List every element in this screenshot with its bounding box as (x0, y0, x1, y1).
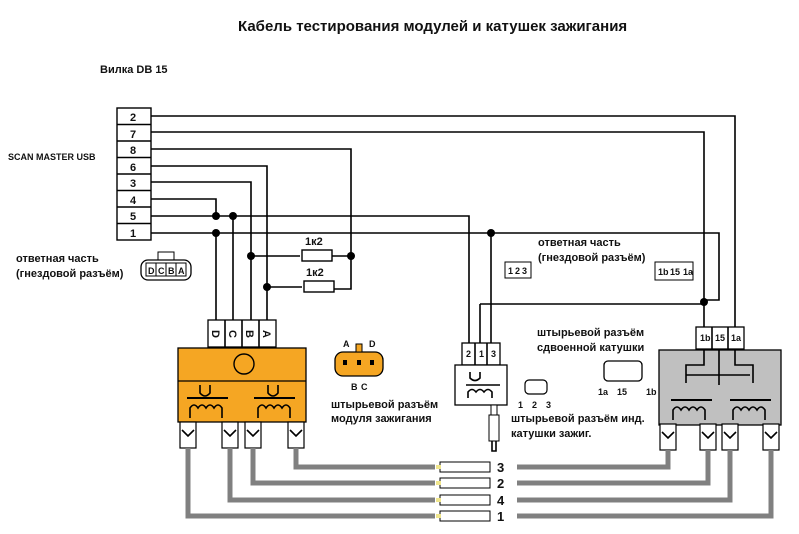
wire-pin7 (151, 131, 705, 330)
svg-text:A: A (260, 330, 272, 338)
svg-text:1a: 1a (731, 333, 742, 343)
module-mating-label: ответная часть (16, 253, 99, 265)
svg-text:15: 15 (715, 333, 725, 343)
svg-text:1к2: 1к2 (306, 267, 324, 279)
spark-plug: 2 (436, 476, 504, 491)
module-pin-label: штырьевой разъём (331, 399, 438, 411)
svg-text:A: A (178, 266, 185, 276)
db15-pin: 6 (130, 162, 136, 174)
junction-dot (263, 283, 271, 291)
svg-text:1: 1 (479, 349, 484, 359)
db15-pin: 5 (130, 211, 136, 223)
svg-text:C: C (361, 382, 368, 392)
wire-pin4 (151, 198, 217, 216)
wire-pin3 (151, 181, 252, 330)
db15-label: Вилка DB 15 (100, 64, 168, 76)
svg-text:A: A (343, 339, 350, 349)
svg-text:C: C (226, 330, 238, 338)
svg-text:1: 1 (497, 509, 504, 524)
resistor: 1к2 (303, 267, 335, 293)
svg-text:2: 2 (466, 349, 471, 359)
scanmaster-label: SCAN MASTER USB (8, 152, 96, 162)
svg-text:3: 3 (522, 266, 527, 276)
coil-mating-label: (гнездовой разъём) (538, 252, 646, 264)
db15-pin: 3 (130, 178, 136, 190)
svg-text:B: B (243, 330, 255, 338)
svg-text:2: 2 (515, 266, 520, 276)
db15-pin: 7 (130, 129, 136, 141)
svg-text:3: 3 (491, 349, 496, 359)
svg-text:1b: 1b (658, 267, 669, 277)
junction-dot (247, 252, 255, 260)
single-coil-mating-connector-icon: 1 2 3 (504, 261, 532, 279)
spark-plug: 4 (436, 493, 505, 508)
svg-text:1a: 1a (598, 387, 609, 397)
svg-text:D: D (209, 330, 221, 338)
svg-text:2: 2 (532, 400, 537, 410)
svg-text:B: B (351, 382, 358, 392)
transistor-icon (233, 353, 255, 375)
dual-coil-pin-label: сдвоенной катушки (537, 342, 644, 354)
svg-text:2: 2 (497, 476, 504, 491)
svg-text:3: 3 (497, 460, 504, 475)
module-mating-label: (гнездовой разъём) (16, 268, 124, 280)
svg-text:1к2: 1к2 (305, 236, 323, 248)
db15-pin: 4 (130, 195, 137, 207)
wires (151, 115, 736, 345)
svg-text:B: B (168, 266, 175, 276)
ignition-module: D C B A (177, 319, 307, 449)
coil-mating-label: ответная часть (538, 237, 621, 249)
db15-pin: 2 (130, 112, 136, 124)
diagram-title: Кабель тестирования модулей и катушек за… (238, 18, 627, 35)
module-mating-connector-icon: D C B A (140, 251, 192, 281)
junction-dot (700, 298, 708, 306)
hv-leads (185, 448, 774, 519)
junction-dot (212, 212, 220, 220)
svg-text:D: D (369, 339, 376, 349)
junction-dot (212, 229, 220, 237)
svg-text:C: C (158, 266, 165, 276)
junction-dot (347, 252, 355, 260)
wire-pin2 (151, 115, 736, 330)
junction-dot (229, 212, 237, 220)
dual-coil: 1b 15 1a (658, 326, 782, 451)
dual-coil-pin-connector-icon: 1a 15 1b (598, 360, 657, 397)
svg-text:D: D (148, 266, 155, 276)
svg-text:3: 3 (546, 400, 551, 410)
svg-text:1a: 1a (683, 267, 694, 277)
wire-pin6 (151, 165, 268, 330)
db15-pin: 8 (130, 145, 136, 157)
svg-text:1: 1 (518, 400, 523, 410)
db15-connector: 2 7 8 6 3 4 5 1 (116, 107, 152, 241)
module-pin-connector-icon: A D B C (334, 339, 384, 392)
single-coil-pin-label: штырьевой разъём инд. (511, 413, 645, 425)
single-coil: 2 1 3 (454, 342, 508, 452)
svg-text:1b: 1b (646, 387, 657, 397)
db15-pin: 1 (130, 228, 136, 240)
wire-pin5 (151, 215, 470, 345)
module-pin-label: модуля зажигания (331, 413, 432, 425)
svg-text:4: 4 (497, 493, 505, 508)
single-coil-pin-label: катушки зажиг. (511, 428, 591, 440)
svg-text:1b: 1b (700, 333, 711, 343)
svg-text:1: 1 (508, 266, 513, 276)
resistor: 1к2 (301, 236, 333, 262)
svg-text:15: 15 (617, 387, 627, 397)
spark-plug: 3 (436, 460, 504, 475)
junction-dot (487, 229, 495, 237)
svg-text:15: 15 (670, 267, 680, 277)
wire-pin1 (151, 232, 720, 301)
spark-plug: 1 (436, 509, 504, 524)
dual-coil-mating-connector-icon: 1b 15 1a (654, 261, 694, 281)
dual-coil-pin-label: штырьевой разъём (537, 327, 644, 339)
single-coil-pin-connector-icon: 1 2 3 (518, 379, 551, 410)
